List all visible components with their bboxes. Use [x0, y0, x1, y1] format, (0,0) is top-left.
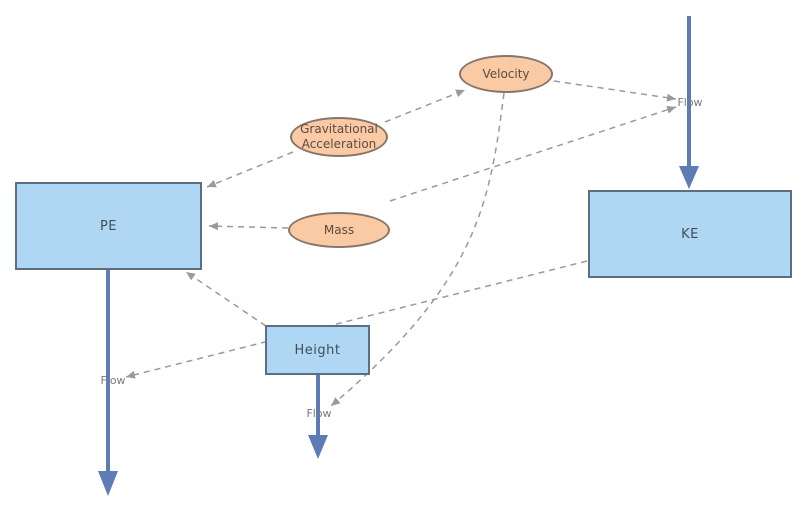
pe-outflow-arrowhead	[98, 471, 118, 496]
connector-ke-to-pe-outflow	[125, 260, 588, 379]
stock-ke-label: KE	[681, 226, 699, 242]
height-outflow-arrow	[308, 375, 328, 459]
converter-grav-label-line2: Acceleration	[301, 137, 377, 151]
connector-grav-to-pe	[206, 151, 294, 188]
stock-height[interactable]: Height	[265, 325, 370, 375]
pe-outflow-arrow	[98, 270, 118, 496]
stock-pe[interactable]: PE	[15, 182, 202, 270]
converter-gravitational-acceleration[interactable]: Gravitational Acceleration	[290, 117, 388, 157]
connector-height-to-pe	[185, 271, 267, 327]
converter-velocity[interactable]: Velocity	[459, 55, 553, 93]
converter-mass-label: Mass	[323, 222, 355, 237]
ke-inflow-valve-label[interactable]: Flow	[677, 96, 703, 109]
height-outflow-valve-label[interactable]: Flow	[306, 407, 332, 420]
connector-velocity-to-height-outflow	[330, 92, 505, 407]
converter-velocity-label: Velocity	[482, 66, 530, 81]
stock-height-label: Height	[294, 342, 341, 358]
ke-inflow-arrowhead	[679, 166, 699, 189]
connector-velocity-to-ke-inflow	[553, 80, 677, 102]
stock-pe-label: PE	[99, 218, 118, 234]
converter-mass[interactable]: Mass	[288, 212, 390, 248]
connector-mass-to-ke-inflow	[389, 106, 677, 202]
converter-grav-label-line1: Gravitational	[300, 122, 378, 136]
height-outflow-arrowhead	[308, 435, 328, 459]
connector-grav-to-velocity	[384, 89, 466, 123]
stock-ke[interactable]: KE	[588, 190, 792, 278]
connector-mass-to-pe	[208, 222, 289, 231]
ke-inflow-arrow	[679, 16, 699, 189]
pe-outflow-valve-label[interactable]: Flow	[100, 374, 126, 387]
converter-grav-label: Gravitational Acceleration	[300, 122, 378, 152]
